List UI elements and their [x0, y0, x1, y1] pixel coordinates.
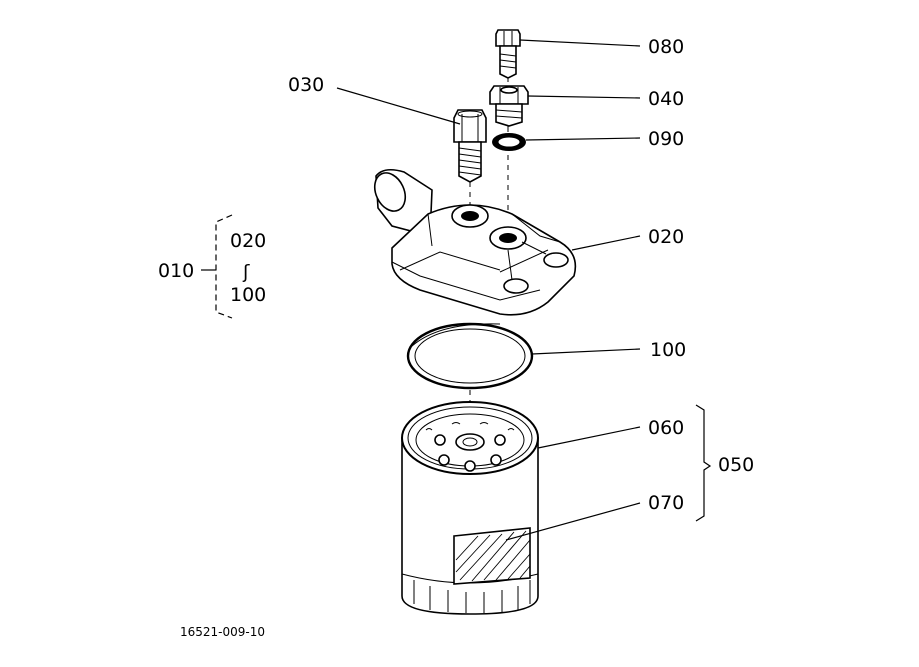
- group-010-bracket: [201, 214, 233, 319]
- callout-020: 020: [648, 226, 684, 248]
- callout-060: 060: [648, 417, 684, 439]
- group-010-start: 020: [230, 230, 266, 252]
- figure-id: 16521-009-10: [180, 625, 265, 639]
- bolt-080: [495, 29, 521, 79]
- gasket-090: [492, 133, 526, 151]
- filter-cartridge-050: [401, 401, 539, 615]
- group-010-range-mark: ʃ: [242, 261, 250, 283]
- filter-head-020: [373, 168, 577, 316]
- label-070: [453, 527, 531, 585]
- callout-050: 050: [718, 454, 754, 476]
- leader-lines: [336, 39, 641, 541]
- callout-070: 070: [648, 492, 684, 514]
- callout-030: 030: [288, 74, 324, 96]
- callout-010: 010: [158, 260, 194, 282]
- callout-100: 100: [650, 339, 686, 361]
- top-plate-060: [401, 401, 539, 475]
- callout-040: 040: [648, 88, 684, 110]
- callout-090: 090: [648, 128, 684, 150]
- callout-labels: 080 040 090 030 020 100 060 070 050 010 …: [158, 36, 754, 514]
- group-010-end: 100: [230, 284, 266, 306]
- callout-080: 080: [648, 36, 684, 58]
- union-bolt-040: [489, 85, 529, 127]
- o-ring-100: [406, 322, 534, 390]
- group-050-bracket: [695, 404, 712, 522]
- bolt-030: [453, 109, 487, 183]
